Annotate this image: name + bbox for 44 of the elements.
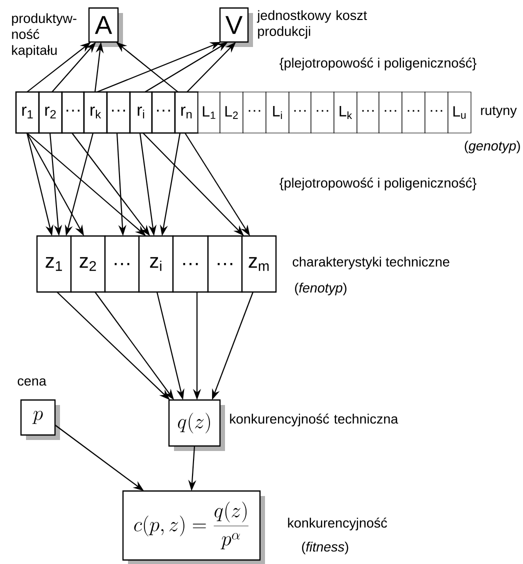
- gene-cell: ···: [310, 92, 334, 134]
- side-label: konkurencyjność: [288, 518, 387, 530]
- annotation-text: charakterystyki techniczne: [292, 256, 450, 270]
- gene-cell: ···: [61, 91, 85, 134]
- side-label: konkurencyjność techniczna: [230, 414, 398, 426]
- trait-cell: z$_{i}$: [138, 235, 174, 293]
- side-label: produktyw- ność kapitału: [12, 13, 76, 58]
- formula-box: $c(p,z)=\frac{q(z)}{p^{\alpha}}$: [122, 490, 265, 564]
- gene-cell: ···: [402, 92, 426, 134]
- gene-cell: r$_{i}$: [129, 91, 153, 134]
- trait-cell: …: [104, 235, 140, 293]
- annotation-text: (fenotyp): [295, 282, 346, 296]
- gene-cell: L$_{u}$: [448, 92, 472, 134]
- gene-cell: ···: [378, 92, 402, 134]
- letter-box: A: [88, 7, 123, 47]
- gene-cell: r$_{1}$: [15, 91, 40, 134]
- trait-cell: z$_{2}$: [70, 235, 106, 293]
- trait-cell: z$_{1}$: [36, 235, 72, 293]
- gene-cell: ···: [106, 91, 131, 134]
- annotation-text: {plejotropowość i poligeniczność}: [280, 178, 476, 190]
- trait-cell: …: [172, 235, 209, 293]
- gene-cell: r$_{2}$: [38, 91, 63, 134]
- gene-cell: ···: [356, 92, 380, 134]
- gene-cell: ···: [242, 92, 266, 134]
- gene-cell: L$_{2}$: [220, 92, 244, 134]
- trait-cell: z$_{m}$: [241, 235, 277, 293]
- gene-cell: r$_{n}$: [174, 91, 199, 134]
- gene-cell: L$_{i}$: [266, 92, 290, 134]
- gene-cell: L$_{1}$: [198, 92, 220, 134]
- gene-cell: L$_{k}$: [334, 92, 358, 134]
- side-label: jednostkowy koszt produkcji: [256, 10, 367, 39]
- letter-box: V: [219, 7, 253, 47]
- function-box: $q(z)$: [168, 399, 225, 451]
- gene-cell: ···: [151, 91, 176, 134]
- annotation-text: rutyny: [481, 106, 517, 118]
- annotation-text: {plejotropowość i poligeniczność}: [280, 58, 476, 70]
- trait-cell: …: [207, 235, 243, 293]
- side-label: cena: [18, 378, 46, 386]
- gene-cell: ···: [288, 92, 312, 134]
- side-label: (fitness): [302, 542, 348, 554]
- variable-box: $p$: [20, 399, 60, 440]
- annotation-text: (genotyp): [464, 140, 520, 154]
- gene-cell: r$_{k}$: [83, 91, 108, 134]
- gene-cell: ···: [424, 92, 448, 134]
